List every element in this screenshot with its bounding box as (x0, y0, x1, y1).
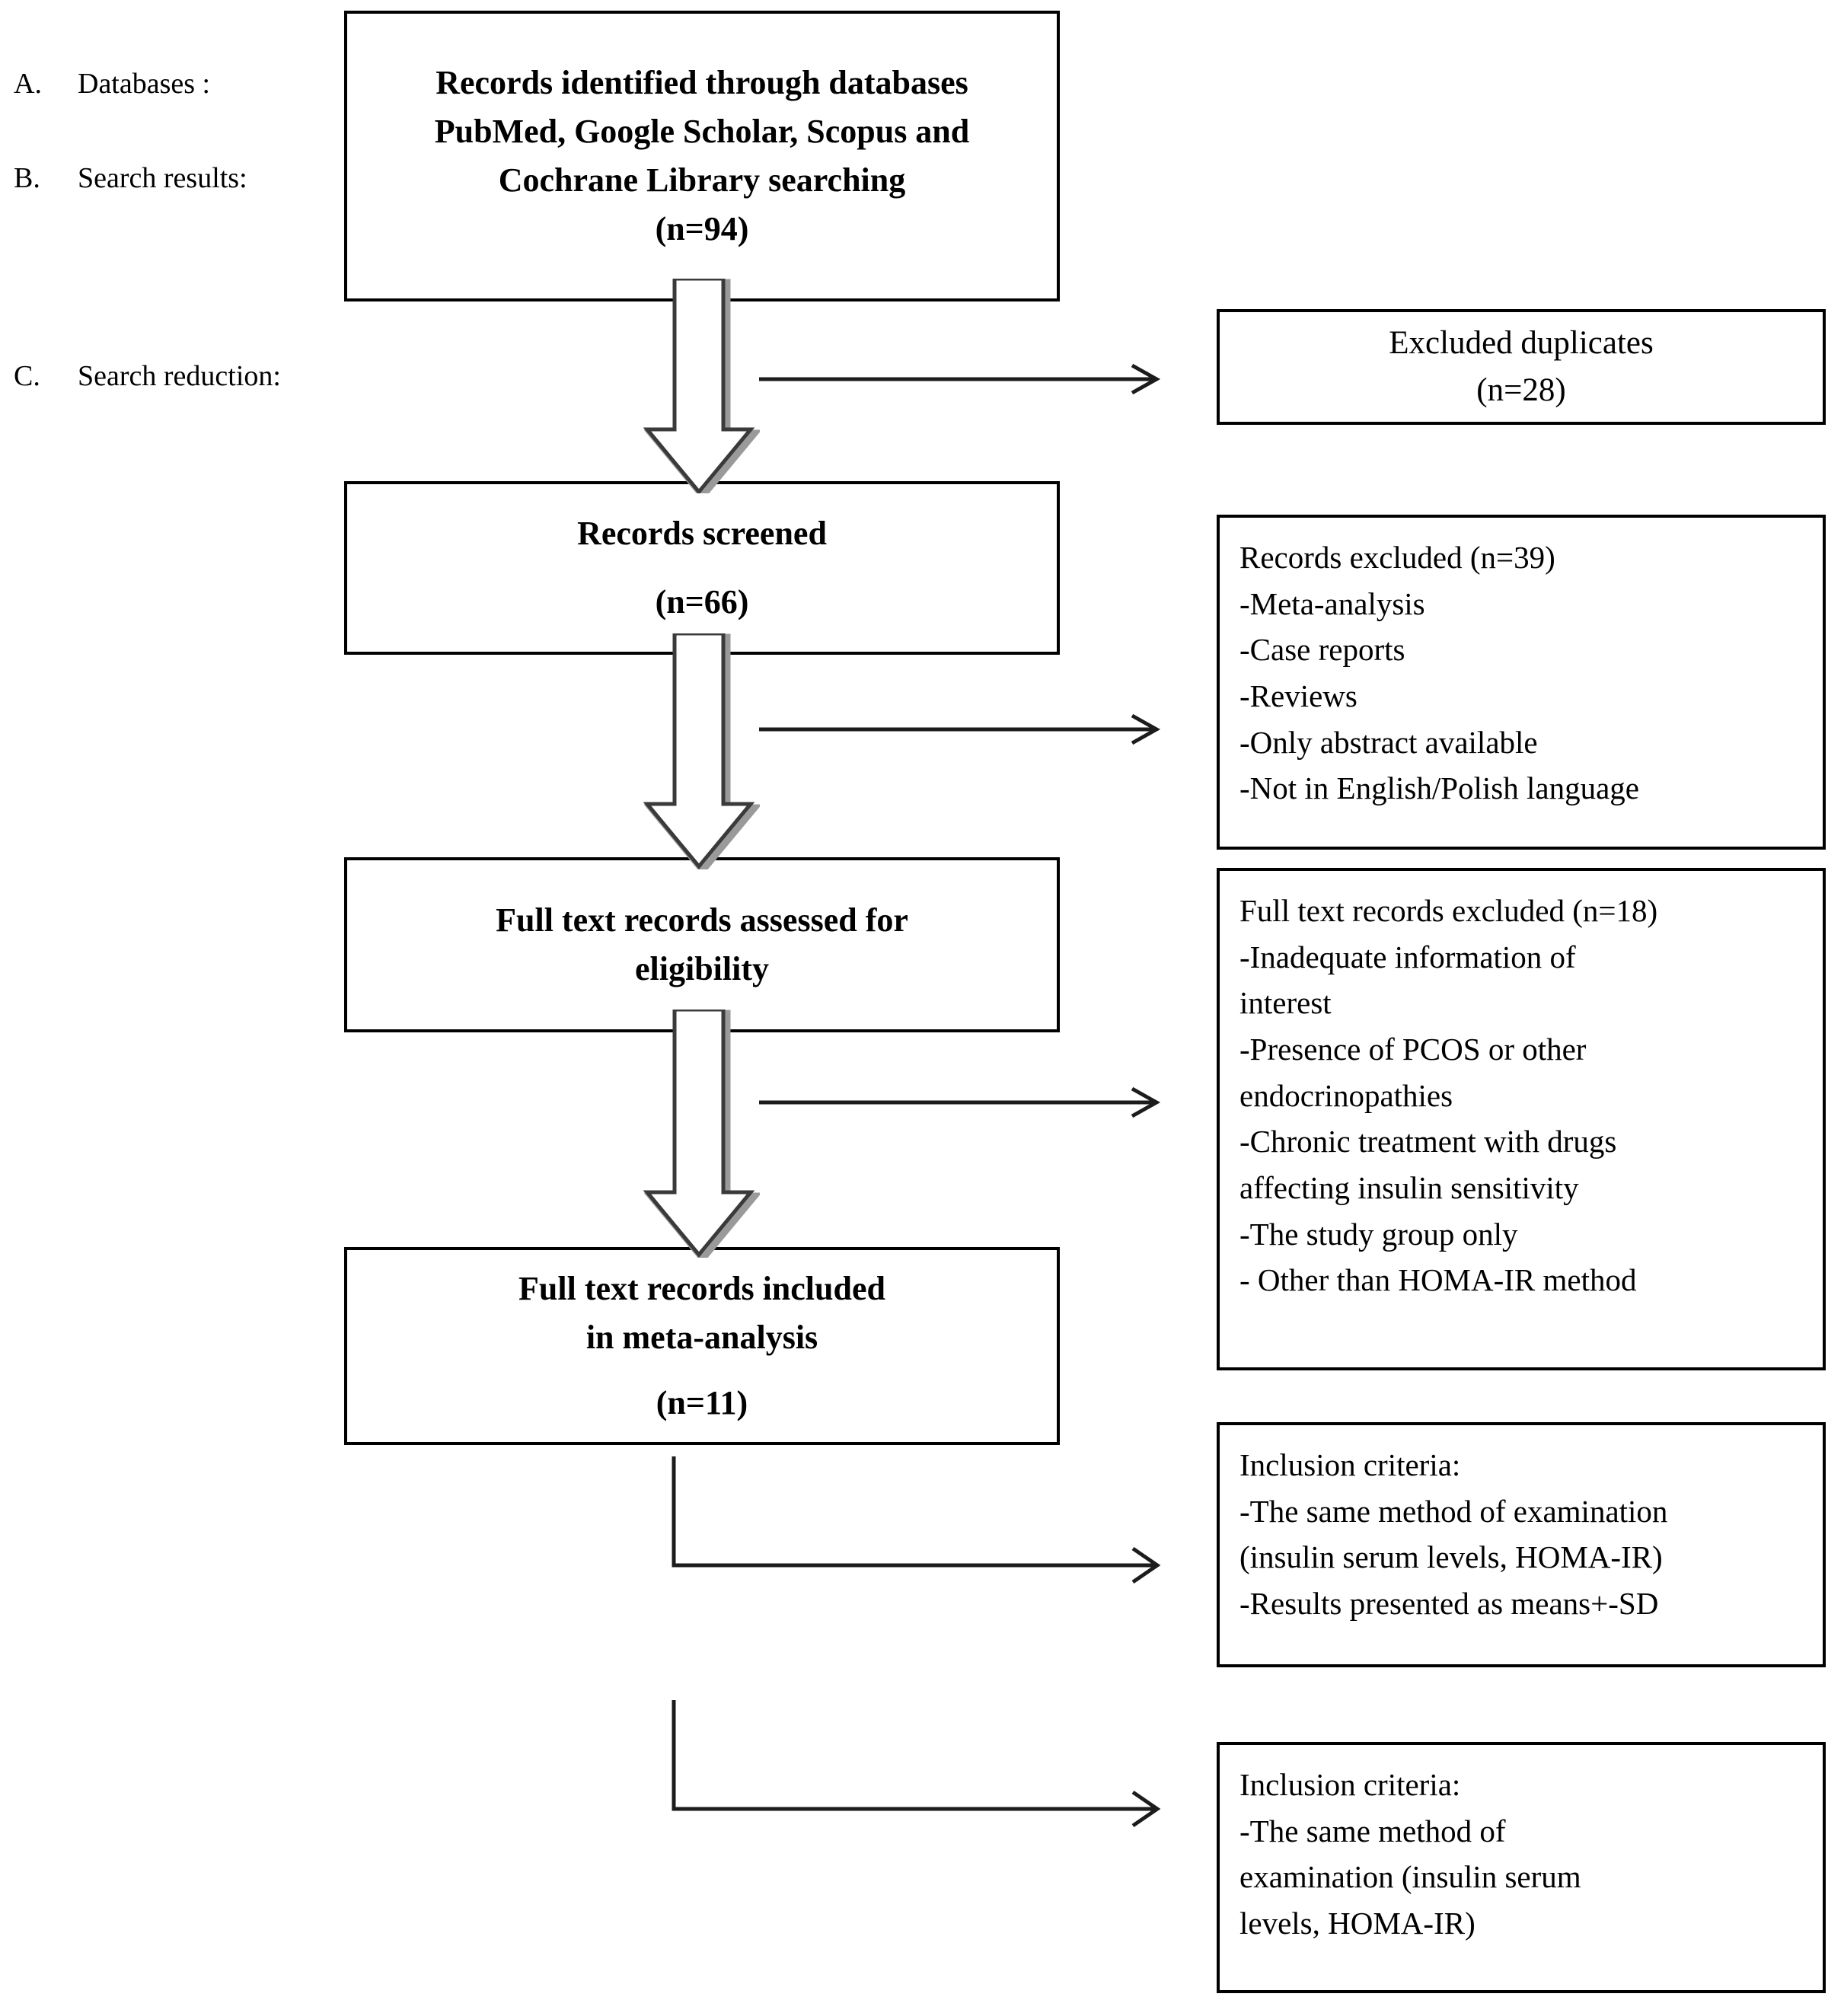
flow-box-line: eligibility (635, 950, 769, 987)
elbow-connector-to-inclusion-criteria-1 (670, 1453, 1172, 1605)
flow-box-line: Records identified through databases (435, 64, 968, 102)
side-box-records-excluded: Records excluded (n=39) -Meta-analysis -… (1217, 515, 1826, 850)
side-box-item: (insulin serum levels, HOMA-IR) (1239, 1539, 1663, 1575)
stage-marker-b: B. (14, 162, 40, 194)
side-box-item: affecting insulin sensitivity (1239, 1170, 1579, 1206)
side-box-full-text-excluded: Full text records excluded (n=18) -Inade… (1217, 868, 1826, 1370)
flow-box-count: (n=11) (656, 1383, 748, 1421)
side-box-item: endocrinopathies (1239, 1077, 1453, 1113)
stage-label-search-reduction: C. Search reduction: (14, 359, 281, 394)
side-box-item: -Chronic treatment with drugs (1239, 1124, 1617, 1160)
side-box-item: examination (insulin serum (1239, 1859, 1581, 1895)
elbow-connector-to-inclusion-criteria-2 (670, 1696, 1172, 1849)
flow-box-line: Full text records included (518, 1270, 885, 1308)
side-box-item: -Presence of PCOS or other (1239, 1032, 1587, 1067)
side-box-heading: Inclusion criteria: (1239, 1447, 1461, 1482)
side-box-item: - Other than HOMA-IR method (1239, 1262, 1637, 1298)
stage-label-search-results: B. Search results: (14, 161, 247, 196)
block-arrow-down-screened-to-assessed (638, 633, 760, 869)
side-box-item: -The same method of examination (1239, 1493, 1668, 1529)
side-box-excluded-duplicates: Excluded duplicates (n=28) (1217, 309, 1826, 425)
flow-box-line: PubMed, Google Scholar, Scopus and (434, 113, 970, 151)
flow-box-full-text-included: Full text records included in meta-analy… (344, 1247, 1060, 1445)
side-box-item: -Inadequate information of (1239, 939, 1576, 975)
side-box-item: -The same method of (1239, 1813, 1506, 1849)
block-arrow-down-assessed-to-included (638, 1010, 760, 1258)
arrow-to-full-text-excluded (758, 1081, 1169, 1124)
stage-text-c: Search reduction: (78, 360, 281, 392)
flow-box-records-screened: Records screened (n=66) (344, 481, 1060, 655)
side-box-item: -Reviews (1239, 678, 1357, 714)
side-box-item: -Not in English/Polish language (1239, 770, 1639, 806)
side-box-heading: Full text records excluded (n=18) (1239, 893, 1658, 928)
flow-box-records-identified: Records identified through databases Pub… (344, 11, 1060, 301)
flow-box-count: (n=94) (655, 209, 749, 247)
side-box-item: -Only abstract available (1239, 724, 1538, 760)
side-box-count: (n=28) (1476, 372, 1566, 408)
flow-box-count: (n=66) (655, 583, 749, 620)
side-box-heading: Inclusion criteria: (1239, 1767, 1461, 1802)
side-box-item: -Case reports (1239, 632, 1405, 668)
side-box-line: Excluded duplicates (1389, 324, 1654, 361)
arrow-to-records-excluded (758, 708, 1169, 751)
side-box-inclusion-criteria-1: Inclusion criteria: -The same method of … (1217, 1422, 1826, 1667)
flow-box-line: Cochrane Library searching (498, 161, 906, 199)
side-box-heading: Records excluded (n=39) (1239, 540, 1555, 575)
flow-box-full-text-assessed: Full text records assessed for eligibili… (344, 857, 1060, 1032)
arrow-to-excluded-duplicates (758, 358, 1169, 400)
block-arrow-down-identified-to-screened (638, 279, 760, 493)
side-box-item: -The study group only (1239, 1216, 1518, 1252)
stage-text-b: Search results: (78, 162, 247, 194)
side-box-item: -Meta-analysis (1239, 585, 1425, 621)
side-box-item: interest (1239, 985, 1332, 1021)
flow-box-line: Full text records assessed for (496, 901, 908, 939)
side-box-item: -Results presented as means+-SD (1239, 1586, 1659, 1622)
stage-marker-a: A. (14, 68, 42, 100)
side-box-inclusion-criteria-2: Inclusion criteria: -The same method of … (1217, 1742, 1826, 1993)
stage-text-a: Databases : (78, 68, 211, 100)
flow-box-line: in meta-analysis (585, 1319, 818, 1357)
flow-box-line: Records screened (577, 515, 827, 553)
stage-label-databases: A. Databases : (14, 67, 210, 102)
stage-marker-c: C. (14, 360, 40, 392)
side-box-item: levels, HOMA-IR) (1239, 1906, 1476, 1941)
